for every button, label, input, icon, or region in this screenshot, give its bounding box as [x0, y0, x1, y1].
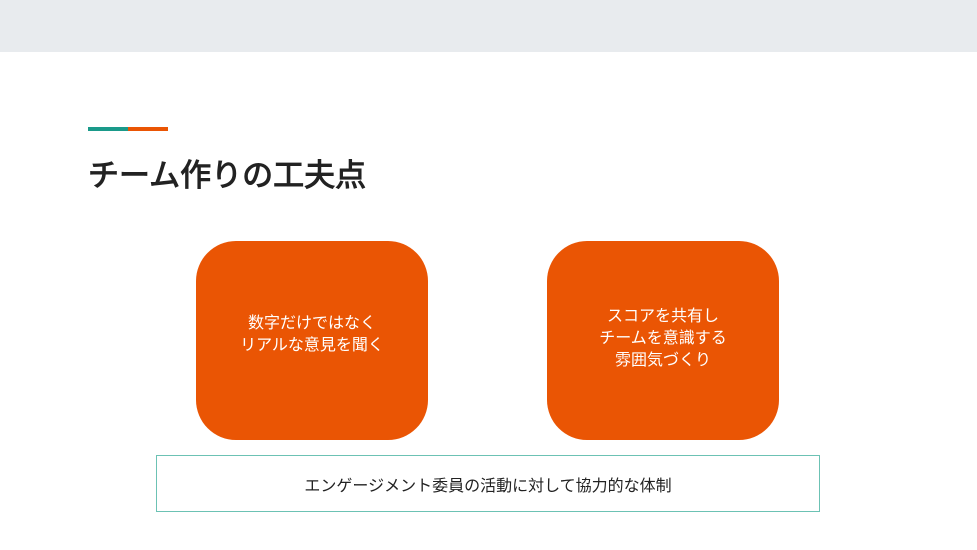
- support-box: エンゲージメント委員の活動に対して協力的な体制: [156, 455, 820, 512]
- card-line: 雰囲気づくり: [614, 349, 711, 369]
- card-line: リアルな意見を聞く: [240, 334, 384, 354]
- card-line: スコアを共有し: [606, 305, 719, 325]
- page-title: チーム作りの工夫点: [88, 158, 367, 194]
- accent-bar-orange: [128, 127, 168, 131]
- card-real-opinions: 数字だけではなく リアルな意見を聞く: [196, 241, 428, 440]
- card-share-score: スコアを共有し チームを意識する 雰囲気づくり: [547, 241, 779, 440]
- top-bar: [0, 0, 977, 52]
- card-line: 数字だけではなく: [247, 312, 376, 332]
- accent-bar-teal: [88, 127, 128, 131]
- card-line: チームを意識する: [599, 327, 727, 347]
- support-text: エンゲージメント委員の活動に対して協力的な体制: [304, 475, 672, 495]
